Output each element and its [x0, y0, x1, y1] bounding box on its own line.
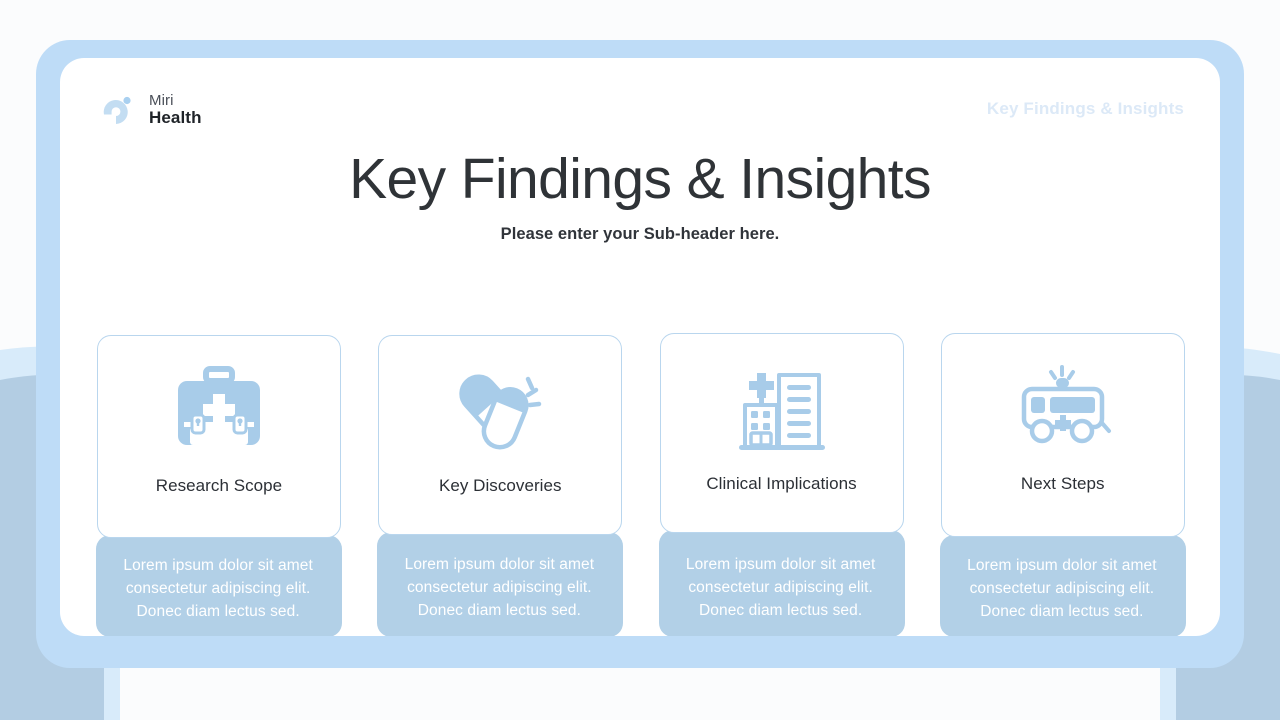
- page-title: Key Findings & Insights: [349, 147, 931, 211]
- card-header-panel[interactable]: Clinical Implications: [659, 333, 904, 533]
- card-body-text: Lorem ipsum dolor sit amet consectetur a…: [123, 557, 313, 620]
- feature-card-research-scope[interactable]: Lorem ipsum dolor sit amet consectetur a…: [96, 277, 342, 636]
- card-body-text: Lorem ipsum dolor sit amet consectetur a…: [967, 557, 1157, 620]
- brand-name-line2: Health: [149, 107, 202, 127]
- card-title: Research Scope: [155, 476, 283, 495]
- card-body-panel: [939, 535, 1186, 636]
- card-body-panel: [377, 532, 624, 636]
- page-subtitle: Please enter your Sub-header here.: [500, 225, 780, 243]
- card-body-panel: [96, 535, 342, 636]
- pills-capsules-icon: [448, 362, 552, 458]
- card-title: Clinical Implications: [706, 474, 857, 493]
- card-title: Next Steps: [1020, 474, 1105, 493]
- brand-name-line1: Miri: [149, 91, 174, 109]
- feature-card-key-discoveries[interactable]: Lorem ipsum dolor sit amet consectetur a…: [377, 277, 624, 636]
- brand-logo-block[interactable]: Miri Health: [96, 90, 202, 130]
- brand-text: Miri Health: [149, 91, 202, 128]
- feature-card-clinical-implications[interactable]: Lorem ipsum dolor sit amet consectetur a…: [658, 277, 905, 636]
- hospital-building-icon: [730, 360, 834, 456]
- feature-cards-row: Lorem ipsum dolor sit amet consectetur a…: [96, 277, 1186, 636]
- card-body-panel: [658, 530, 905, 636]
- card-body-text: Lorem ipsum dolor sit amet consectetur a…: [685, 556, 876, 619]
- ambulance-icon: [1011, 360, 1115, 456]
- card-body-text: Lorem ipsum dolor sit amet consectetur a…: [404, 556, 595, 619]
- first-aid-kit-icon: [167, 362, 271, 458]
- slide-content-card: Miri Health Key Findings & Insights Key …: [60, 58, 1220, 636]
- card-title: Key Discoveries: [438, 476, 562, 495]
- section-label: Key Findings & Insights: [986, 99, 1184, 118]
- feature-card-next-steps[interactable]: Lorem ipsum dolor sit amet consectetur a…: [939, 277, 1186, 636]
- miri-logo-icon: [96, 90, 136, 130]
- card-header-panel[interactable]: Next Steps: [940, 333, 1185, 537]
- card-header-panel[interactable]: Research Scope: [97, 335, 341, 538]
- card-header-panel[interactable]: Key Discoveries: [378, 335, 623, 535]
